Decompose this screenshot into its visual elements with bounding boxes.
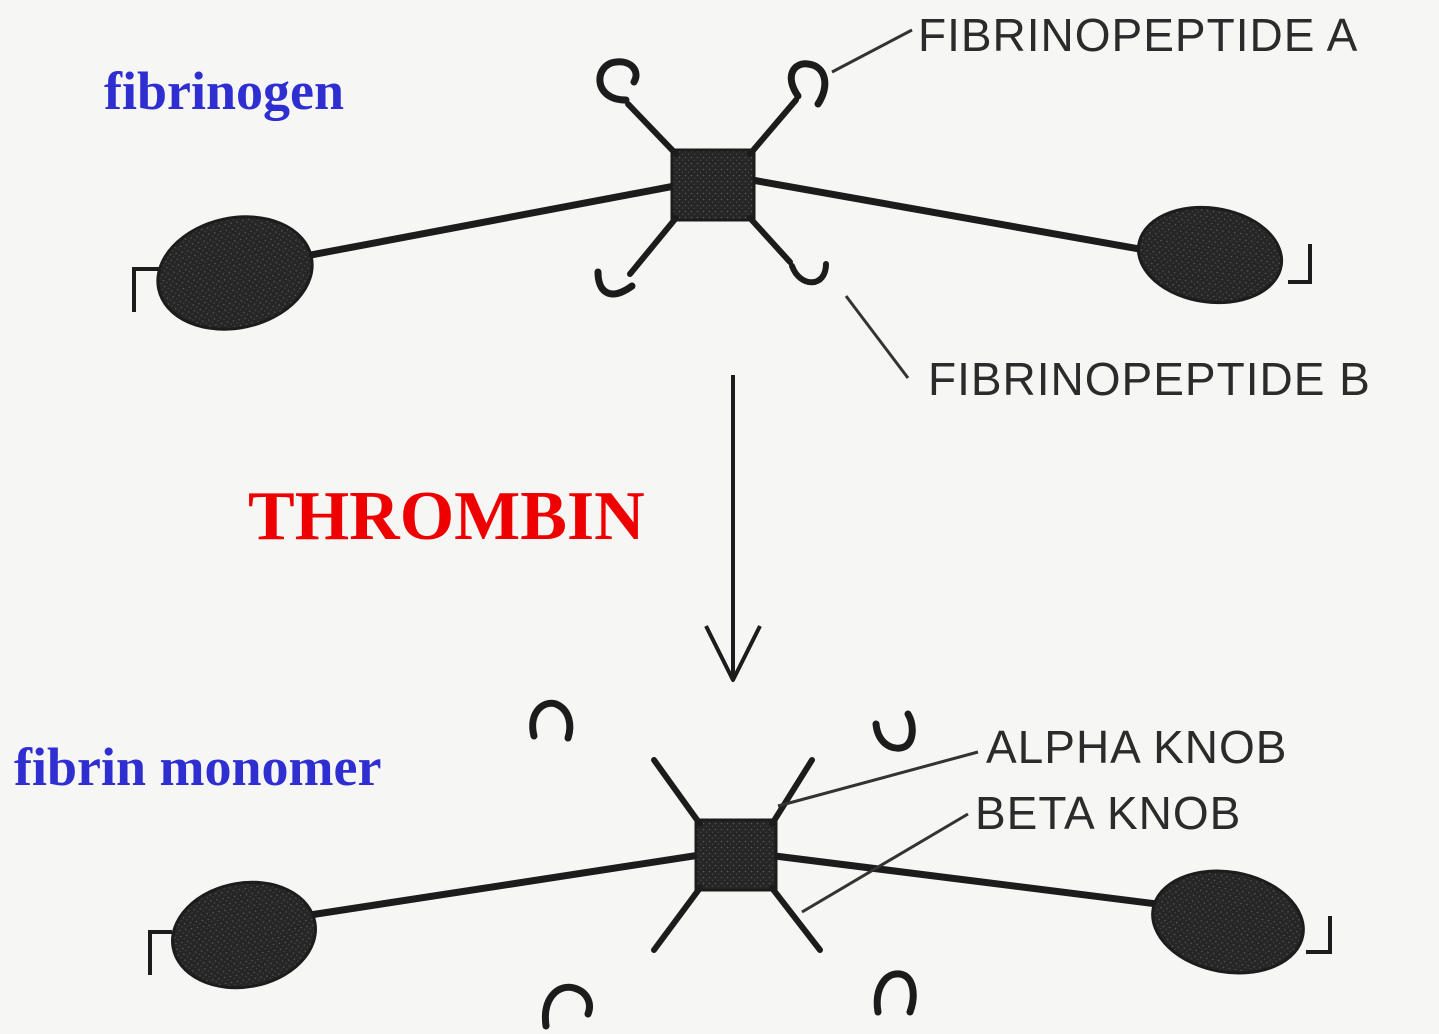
alpha-knob-leader-line bbox=[778, 752, 978, 806]
fibrin-left-arm bbox=[310, 855, 700, 915]
fibrinopeptide-a-right-hook bbox=[791, 64, 825, 104]
fibrinogen-upper-right-stub bbox=[750, 100, 796, 154]
thrombin-label: THROMBIN bbox=[248, 482, 645, 552]
alpha-knob-stub bbox=[772, 760, 812, 824]
fibrinopeptide-b-left-hook bbox=[598, 272, 632, 294]
fibrin-monomer-label: fibrin monomer bbox=[14, 740, 381, 794]
fibrin-left-end-bracket bbox=[150, 932, 172, 975]
fibrinopeptide-b-leader-line bbox=[846, 296, 908, 378]
fibrin-left-d-domain bbox=[164, 871, 324, 998]
alpha-knob-callout: ALPHA KNOB bbox=[986, 724, 1287, 770]
fibrin-right-arm bbox=[775, 856, 1165, 905]
released-fibrinopeptide-lower-right bbox=[877, 974, 913, 1012]
fibrinogen-right-d-domain bbox=[1132, 198, 1288, 311]
fibrinogen-upper-left-stub bbox=[628, 104, 676, 154]
fibrinopeptide-a-leader-line bbox=[832, 30, 912, 72]
fibrinogen-right-arm bbox=[752, 180, 1145, 250]
released-fibrinopeptide-upper-left bbox=[533, 703, 570, 738]
beta-knob-callout: BETA KNOB bbox=[975, 790, 1241, 836]
fibrinogen-left-end-bracket bbox=[134, 269, 159, 312]
fibrinogen-left-d-domain bbox=[147, 203, 322, 343]
fibrin-lower-left-stub bbox=[654, 888, 700, 950]
released-fibrinopeptide-lower-left bbox=[545, 987, 589, 1026]
fibrinopeptide-a-callout: FIBRINOPEPTIDE A bbox=[918, 12, 1358, 58]
fibrinogen-label: fibrinogen bbox=[104, 64, 344, 118]
fibrin-right-d-domain bbox=[1144, 860, 1311, 985]
fibrinogen-lower-right-stub bbox=[750, 218, 790, 262]
fibrinopeptide-b-callout: FIBRINOPEPTIDE B bbox=[928, 356, 1371, 402]
fibrinopeptide-b-right-hook bbox=[792, 264, 826, 282]
fibrinopeptide-a-left-hook bbox=[600, 62, 636, 100]
fibrinogen-right-end-bracket bbox=[1288, 244, 1310, 282]
fibrin-upper-left-stub bbox=[654, 760, 700, 824]
fibrin-right-end-bracket bbox=[1306, 916, 1330, 952]
fibrinogen-left-arm bbox=[295, 185, 680, 258]
fibrin-central-e-domain bbox=[696, 820, 776, 890]
beta-knob-stub bbox=[772, 888, 820, 950]
reaction-arrow bbox=[706, 375, 760, 680]
fibrinogen-central-e-domain bbox=[672, 150, 754, 220]
fibrinogen-lower-left-stub bbox=[630, 218, 676, 274]
released-fibrinopeptide-upper-right bbox=[876, 714, 912, 748]
